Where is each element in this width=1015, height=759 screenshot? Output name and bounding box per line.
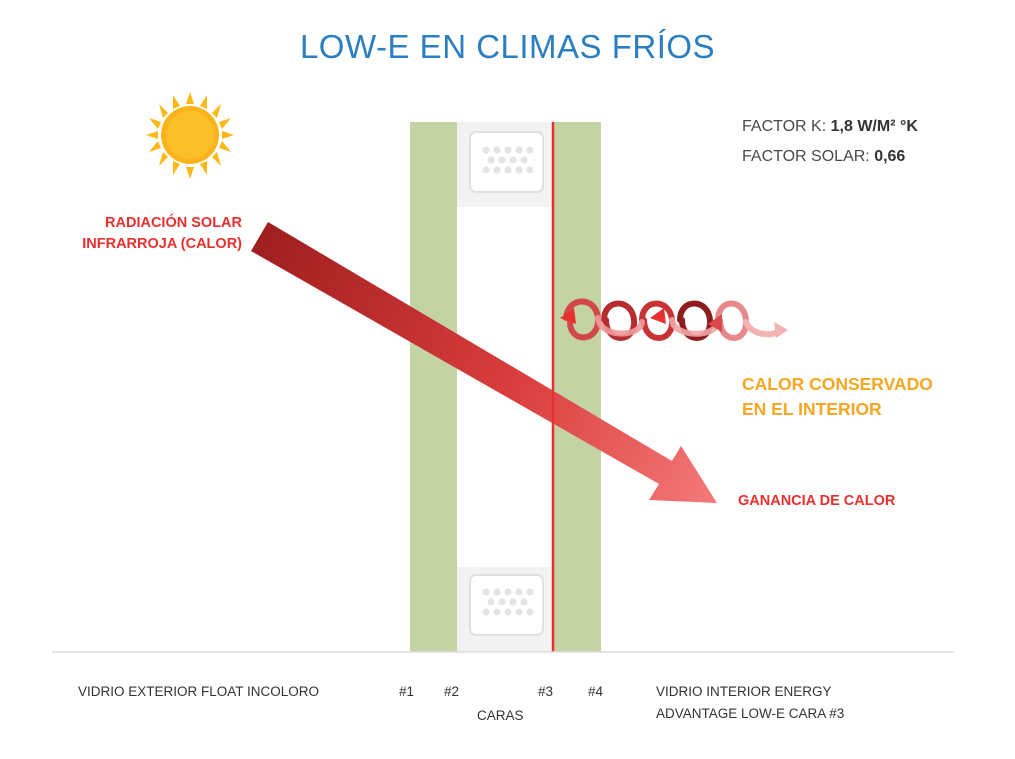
face-4-label: #4 (588, 684, 604, 699)
factor-solar: FACTOR SOLAR: 0,66 (742, 148, 905, 166)
interior-glass-label: VIDRIO INTERIOR ENERGY ADVANTAGE LOW-E C… (656, 681, 844, 725)
factor-solar-label: FACTOR SOLAR: (742, 148, 870, 165)
heat-swirl-icon (560, 298, 788, 341)
factor-k-value: 1,8 W/M² °K (830, 118, 918, 135)
face-2-label: #2 (444, 684, 460, 699)
interior-glass-line2: ADVANTAGE LOW-E CARA #3 (656, 706, 845, 721)
spacer-icon (457, 122, 552, 207)
heat-gain-label: GANANCIA DE CALOR (738, 493, 896, 509)
factor-k-label: FACTOR K: (742, 118, 827, 135)
face-3-label: #3 (538, 684, 554, 699)
exterior-glass-label: VIDRIO EXTERIOR FLOAT INCOLORO (78, 684, 320, 699)
page-title: LOW-E EN CLIMAS FRÍOS (299, 28, 716, 65)
retained-heat-line2: EN EL INTERIOR (742, 399, 882, 419)
interior-glass-line1: VIDRIO INTERIOR ENERGY (656, 684, 832, 699)
factor-solar-value: 0,66 (874, 148, 906, 165)
exterior-glass-pane (410, 122, 457, 652)
sun-icon (146, 92, 234, 179)
radiation-label-line1: RADIACIÓN SOLAR (105, 215, 242, 231)
radiation-label-line2: INFRARROJA (CALOR) (82, 236, 242, 252)
face-1-label: #1 (399, 684, 415, 699)
radiation-label: RADIACIÓN SOLAR INFRARROJA (CALOR) (60, 213, 242, 255)
interior-glass-pane (554, 122, 601, 652)
factor-k: FACTOR K: 1,8 W/M² °K (742, 118, 918, 136)
spacer-icon (457, 567, 552, 652)
retained-heat-line1: CALOR CONSERVADO (742, 374, 933, 394)
radiation-arrow (251, 222, 717, 503)
faces-label: CARAS (477, 708, 524, 723)
retained-heat-label: CALOR CONSERVADO EN EL INTERIOR (742, 372, 933, 422)
